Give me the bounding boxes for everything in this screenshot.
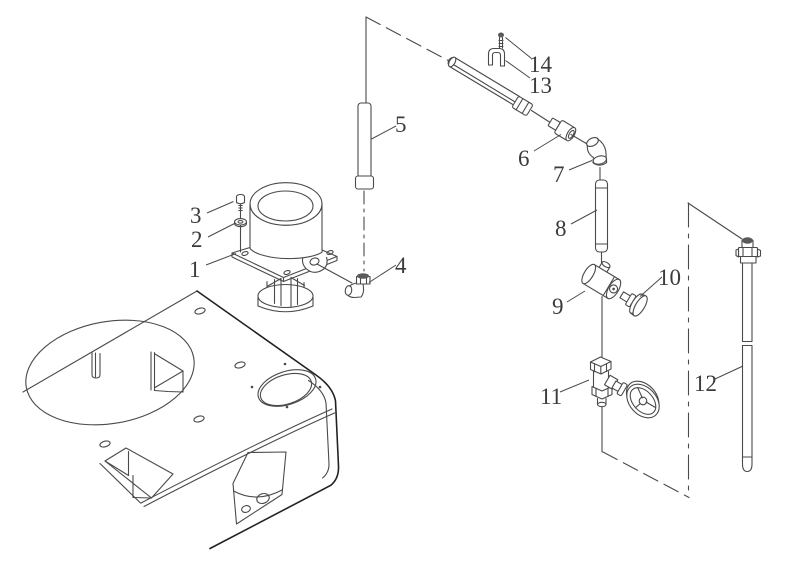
valve-stem [603, 374, 628, 397]
base-front-panel [232, 451, 287, 525]
part-label-3: 3 [190, 203, 202, 228]
part-6-coupler [547, 117, 589, 146]
part-label-2: 2 [191, 227, 203, 252]
handwheel [625, 380, 660, 419]
part-label-9: 9 [552, 294, 564, 319]
base-large-bore [250, 362, 322, 409]
part-13-clamp [487, 47, 506, 67]
leader-line-11 [559, 379, 590, 393]
part-9-valve-body [581, 261, 622, 358]
leader-line-7 [568, 160, 593, 171]
part-label-11: 11 [540, 384, 562, 409]
leader-line-13 [505, 60, 531, 79]
part-8-pipe [594, 179, 609, 267]
leader-line-5 [371, 125, 397, 140]
leader-line-14 [505, 37, 532, 59]
part-label-7: 7 [553, 162, 565, 187]
leader-line-1 [205, 253, 237, 266]
part-label-4: 4 [395, 253, 407, 278]
part-7-elbow [586, 136, 608, 181]
part-2-washer [233, 218, 248, 253]
machine-base [22, 290, 340, 550]
part-label-5: 5 [395, 112, 407, 137]
leader-line-6 [533, 134, 562, 152]
part-3-screw [235, 193, 246, 220]
leader-line-8 [570, 209, 598, 225]
part-label-12: 12 [694, 371, 717, 396]
pump-pedestal [257, 276, 314, 313]
leader-line-2 [207, 222, 236, 238]
part-label-6: 6 [518, 146, 530, 171]
part-label-8: 8 [555, 216, 567, 241]
part-label-10: 10 [658, 265, 681, 290]
base-rect-pocket [104, 447, 174, 499]
part-11-valve-handwheel [589, 356, 660, 419]
leader-line-9 [566, 290, 586, 303]
part-10-knob [619, 291, 648, 317]
part-5-tube [354, 102, 375, 190]
guide-lines [363, 16, 743, 499]
leader-line-10 [639, 276, 663, 297]
base-wedge-pocket [150, 351, 184, 393]
leader-line-4 [368, 264, 397, 283]
part-label-14: 14 [529, 52, 553, 77]
part-14-clamp-screw [498, 32, 504, 49]
part-label-1: 1 [189, 257, 201, 282]
hose-nut [512, 96, 533, 116]
leader-line-12 [714, 365, 744, 380]
hose [447, 56, 552, 124]
leader-line-3 [206, 201, 234, 214]
base-round-opening [25, 319, 195, 426]
part-4-elbow-fitting [344, 273, 371, 299]
part-1-pump [231, 182, 353, 313]
part-label-13: 13 [529, 73, 552, 98]
part-12-stand-pipe [735, 237, 762, 473]
